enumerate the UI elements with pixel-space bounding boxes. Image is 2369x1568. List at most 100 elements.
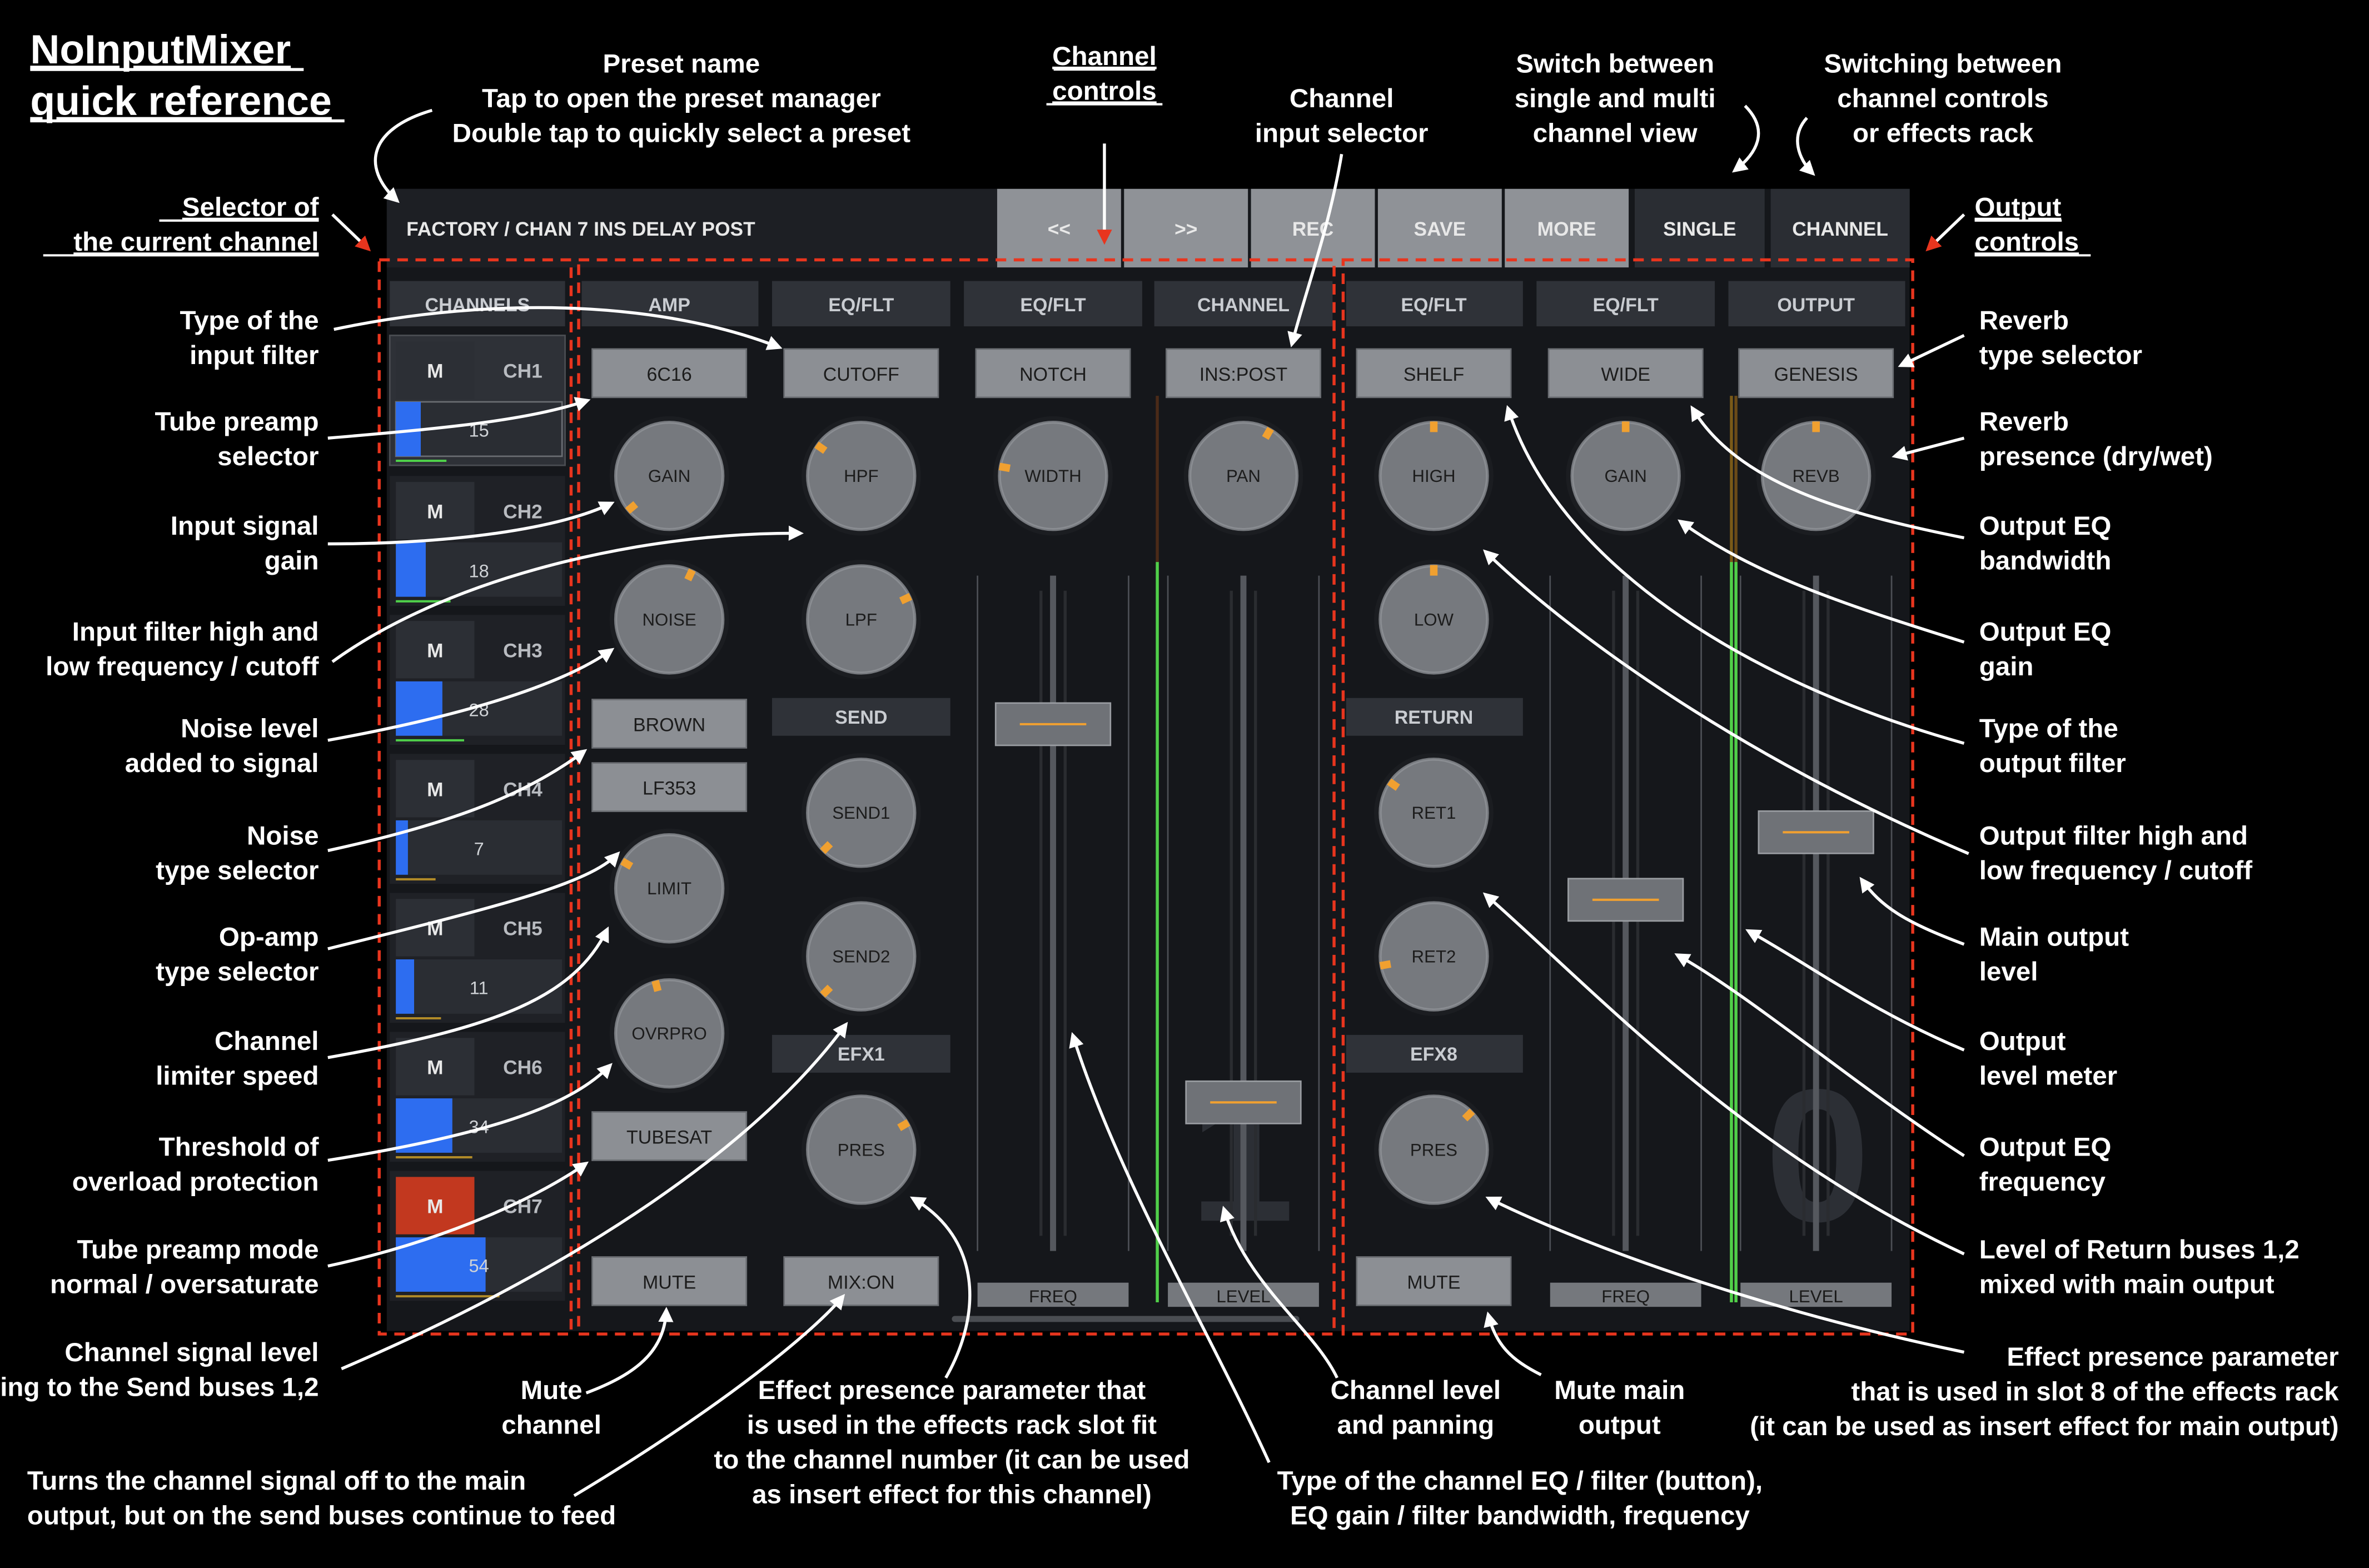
main-output-fader-handle[interactable] [1758,810,1874,854]
channel-send-meter[interactable] [396,959,563,1014]
channel-mute-button[interactable] [396,1177,475,1235]
send1-knob[interactable]: SEND1 [801,753,921,873]
switch-rack-annotation-line: Switching between [1824,49,2062,78]
left-annotation-5-line: added to signal [125,749,319,778]
limit-knob[interactable]: LIMIT [609,828,729,948]
channel-mute-button[interactable] [396,621,475,679]
gain-knob[interactable]: GAIN [609,416,729,536]
pointer-arrow [327,749,588,852]
channel-eq-type[interactable]: NOTCH [975,348,1131,399]
pan-knob-indicator [1262,427,1274,440]
right-annotation-4-line: Output EQ [1979,617,2112,646]
output-eq-gain-knob[interactable]: GAIN [1566,416,1686,536]
ovrpro-knob[interactable]: OVRPRO [609,973,729,1093]
high-knob[interactable]: HIGH [1374,416,1494,536]
send-label: SEND [835,707,887,728]
input-filter-type[interactable]: CUTOFF [783,348,939,399]
right-annotation-5-line: Type of the [1979,714,2118,743]
low-knob[interactable]: LOW [1374,560,1494,679]
channel-header: CHANNEL [1197,295,1290,316]
freq-fader[interactable]: FREQ [977,575,1129,1307]
save-button[interactable] [1377,188,1502,268]
single-view-toggle[interactable] [1634,188,1765,268]
output-eq-freq-fader[interactable]: FREQ [1549,575,1702,1307]
gain-knob-label: GAIN [648,466,690,486]
switch-rack-annotation-line: channel controls [1837,84,2048,113]
more-button[interactable] [1505,188,1629,268]
arrows [327,104,1969,1497]
channel-name: CH3 [503,640,543,661]
lpf-knob[interactable]: LPF [801,560,921,679]
reverb-presence-knob[interactable]: REVB [1756,416,1876,536]
channel-input-selector[interactable]: INS:POST [1166,348,1321,399]
channel-mute-button[interactable] [396,341,475,399]
main-output-fader[interactable]: LEVEL [1739,575,1893,1307]
pointer-arrow [1745,929,1965,1052]
effect-presence-annotation-line: is used in the effects rack slot fit [747,1410,1157,1440]
mix-toggle[interactable]: MIX:ON [783,1256,939,1306]
turns-off-annotation-line: Turns the channel signal off to the main [27,1466,526,1496]
title-line-1: NoInputMixer [30,27,291,72]
main-mute-button[interactable]: MUTE [1356,1256,1512,1306]
ret1-knob[interactable]: RET1 [1374,753,1494,873]
channel-mute-button[interactable] [396,760,475,818]
prev-preset-button[interactable] [997,188,1121,268]
noise-knob[interactable]: NOISE [609,560,729,679]
switch-view-annotation-line: single and multi [1515,84,1716,113]
efx1-presence-knob[interactable]: PRES [801,1090,921,1209]
output-filter-type[interactable]: SHELF [1356,348,1512,399]
right-annotation-11-line: (it can be used as insert effect for mai… [1750,1412,2338,1441]
tubesat-toggle[interactable]: TUBESAT [591,1111,748,1161]
send2-knob[interactable]: SEND2 [801,897,921,1016]
ovrpro-knob-indicator [651,979,662,992]
channel-controls-annotation-line: controls [1052,76,1157,106]
hpf-knob[interactable]: HPF [801,416,921,536]
channel-mute-button[interactable] [396,1038,475,1096]
channel-send-meter[interactable] [396,820,563,875]
width-knob[interactable]: WIDTH [993,416,1113,536]
return-label: RETURN [1395,707,1474,728]
mix-toggle-label: MIX:ON [828,1272,895,1293]
pan-knob[interactable]: PAN [1183,416,1303,536]
channel-rack-toggle[interactable] [1770,188,1910,268]
rec-button[interactable] [1251,188,1375,268]
channel-mute-button[interactable] [396,482,475,540]
channel-mute-button[interactable]: MUTE [591,1256,748,1306]
width-knob-label: WIDTH [1024,466,1081,486]
low-knob-label: LOW [1414,610,1454,629]
efx8-presence-knob[interactable]: PRES [1374,1090,1494,1209]
noise-type-selector[interactable]: BROWN [591,699,748,749]
hpf-knob-indicator [814,441,828,454]
opamp-type-selector[interactable]: LF353 [591,762,748,812]
left-annotation-3-line: Input signal [171,511,319,541]
page-title: NoInputMixer quick reference [30,27,345,124]
output-eq-bandwidth[interactable]: WIDE [1547,348,1704,399]
pointer-arrow [1732,104,1760,173]
channel-level-fader[interactable]: LEVEL [1167,575,1320,1307]
efx8-presence-knob-label: PRES [1410,1140,1457,1159]
reverb-type-selector[interactable]: GENESIS [1738,348,1894,399]
pointer-arrow [573,1293,845,1497]
next-preset-button[interactable] [1124,188,1248,268]
tube-preamp-selector[interactable]: 6C16 [591,348,748,399]
right-annotation-3-line: Output EQ [1979,511,2112,541]
pointer-arrow [327,851,620,950]
eq-type-annotation-line: EQ gain / filter bandwidth, frequency [1290,1501,1750,1531]
preset-name-button[interactable] [386,188,997,268]
ret2-knob[interactable]: RET2 [1374,897,1494,1016]
